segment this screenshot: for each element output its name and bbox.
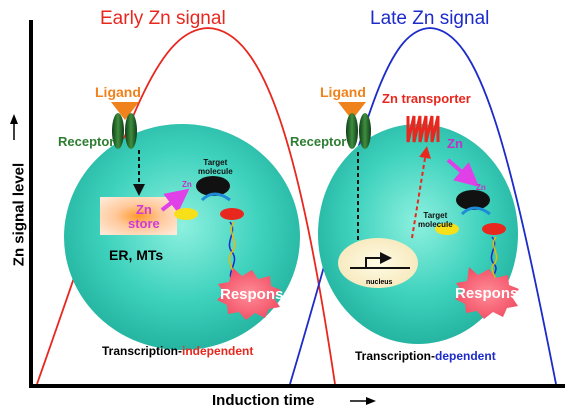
late-dna-icon-b: [491, 236, 498, 283]
late-signal-title: Late Zn signal: [370, 8, 490, 29]
early-red-molecule: [220, 208, 244, 220]
zn-transporter-label: Zn transporter: [382, 91, 471, 106]
nucleus-icon: [338, 238, 418, 288]
early-receptor-label: Receptor: [58, 134, 115, 149]
late-curved-arrow: [460, 206, 491, 216]
late-receptor-icon-b: [359, 113, 371, 149]
x-axis-arrowhead: [366, 397, 376, 405]
early-ligand-icon: [111, 102, 139, 120]
late-receptor-icon: [346, 113, 358, 149]
late-target-molecule-label: Target molecule: [418, 211, 453, 229]
late-ligand-icon: [338, 102, 366, 120]
early-receptor-icon-b: [125, 113, 137, 149]
late-red-molecule: [482, 223, 506, 235]
y-axis-arrowhead: [10, 114, 18, 124]
early-target-molecule: [196, 176, 230, 196]
early-zn-label: Zn: [182, 180, 192, 189]
late-zn-arrow: [446, 158, 480, 187]
late-dashed-arrow-up: [411, 146, 431, 239]
late-zn-label: Zn: [447, 136, 463, 151]
late-receptor-label: Receptor: [290, 134, 347, 149]
late-caption-prefix: Transcription-: [355, 349, 436, 363]
early-zn-arrow: [160, 188, 190, 213]
early-caption-prefix: Transcription-: [102, 344, 183, 358]
late-response-burst: [455, 267, 519, 319]
zn-transporter-icon: [406, 115, 440, 143]
late-yellow-molecule: [435, 223, 459, 235]
late-zn-small-label: Zn: [476, 183, 486, 192]
early-response-burst: [217, 268, 281, 320]
early-ligand-label: Ligand: [95, 84, 141, 100]
y-axis-label: Zn signal level: [10, 162, 28, 267]
early-signal-title: Early Zn signal: [100, 8, 226, 29]
nucleus-label: nucleus: [366, 279, 393, 286]
late-target-molecule: [456, 190, 490, 210]
late-ligand-label: Ligand: [320, 84, 366, 100]
x-axis-label: Induction time: [212, 392, 315, 409]
late-caption: Transcription-dependent: [355, 349, 496, 363]
er-mts-label: ER, MTs: [109, 247, 164, 263]
early-target-molecule-label: Target molecule: [198, 158, 233, 176]
early-caption: Transcription-independent: [102, 344, 253, 358]
early-response-label: Response: [220, 286, 292, 303]
early-receptor-icon: [112, 113, 124, 149]
late-response-label: Response: [455, 285, 527, 302]
zn-store-label: Zn store: [128, 202, 160, 231]
early-yellow-molecule: [174, 208, 198, 220]
early-curved-arrow: [200, 192, 231, 202]
late-caption-emphasis: dependent: [435, 349, 496, 363]
early-caption-emphasis: independent: [182, 344, 254, 358]
